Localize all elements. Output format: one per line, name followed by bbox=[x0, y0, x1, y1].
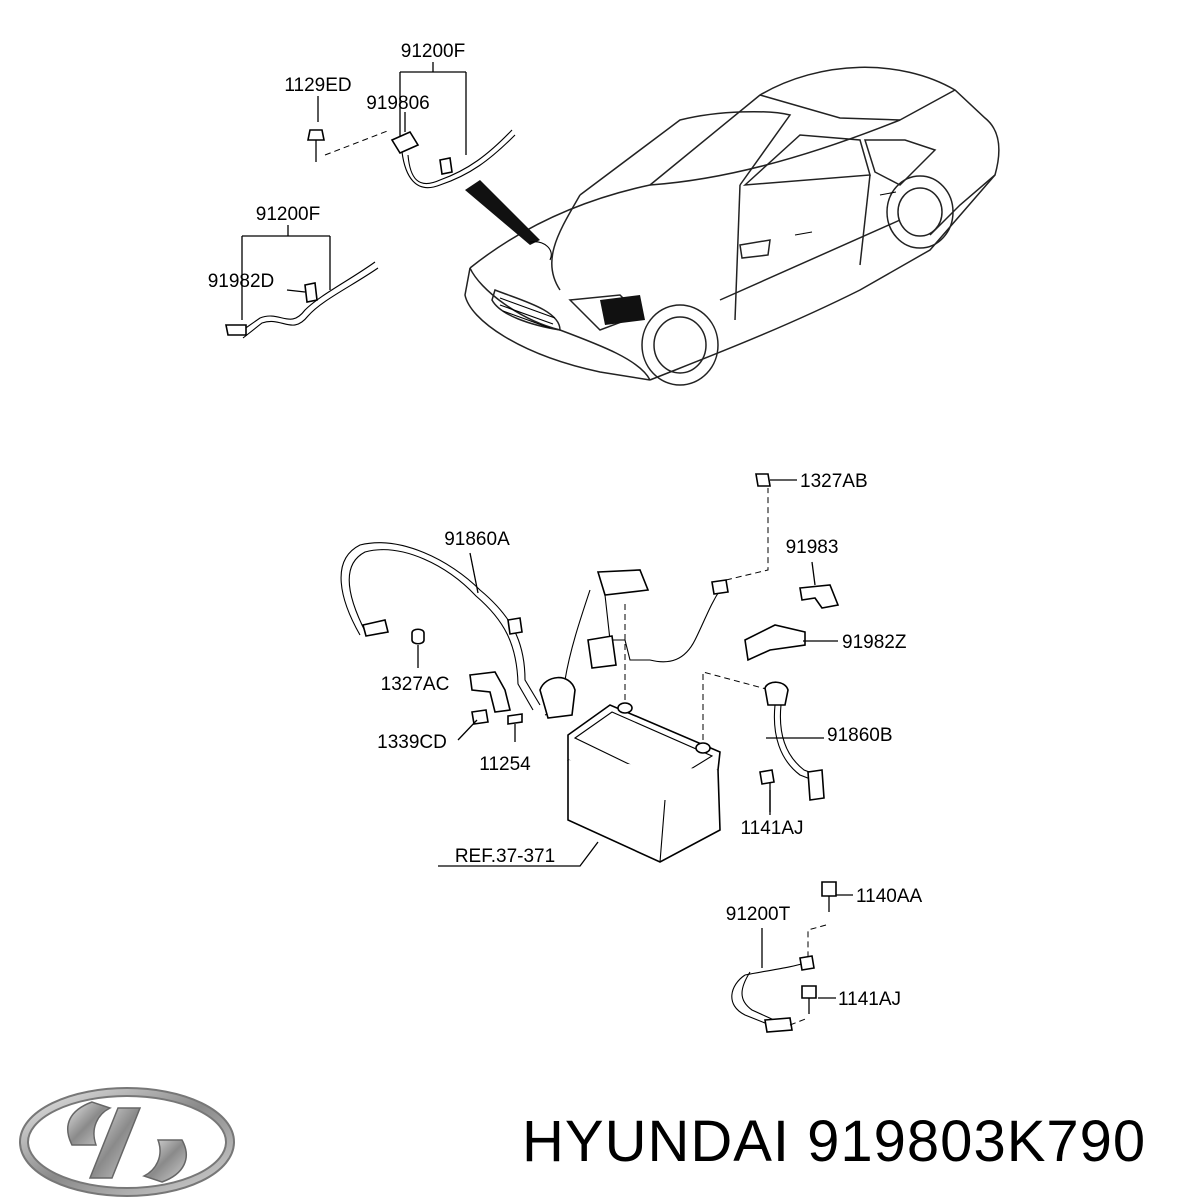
callout-1129ED: 1129ED bbox=[284, 75, 351, 96]
leader-lines bbox=[286, 96, 853, 999]
brand-name: HYUNDAI bbox=[522, 1109, 791, 1174]
callout-labels: 91200F 1129ED 919806 91200F 91982D 1327A… bbox=[208, 41, 923, 1010]
hyundai-logo bbox=[19, 1087, 235, 1197]
callout-91982Z: 91982Z bbox=[842, 632, 907, 653]
callout-ref-37-371: REF.37-371 bbox=[455, 846, 555, 867]
callout-91200T: 91200T bbox=[726, 904, 791, 925]
footer-part-title: HYUNDAI 919803K790 bbox=[522, 1108, 1146, 1175]
battery-cable-group bbox=[340, 473, 840, 863]
callout-1327AC: 1327AC bbox=[381, 674, 450, 695]
sedan-illustration bbox=[464, 66, 1000, 386]
callout-1141AJ-battery: 1141AJ bbox=[740, 818, 803, 839]
callout-919806: 919806 bbox=[366, 93, 429, 114]
mid-left-cable-group bbox=[225, 225, 379, 339]
callout-91860B: 91860B bbox=[827, 725, 893, 746]
callout-91983: 91983 bbox=[786, 537, 839, 558]
callout-1327AB: 1327AB bbox=[800, 471, 868, 492]
part-number: 919803K790 bbox=[807, 1109, 1147, 1174]
callout-91200F-top: 91200F bbox=[401, 41, 465, 62]
callout-1140AA: 1140AA bbox=[856, 886, 923, 907]
callout-1339CD: 1339CD bbox=[377, 732, 447, 753]
callout-1141AJ-ground: 1141AJ bbox=[838, 989, 901, 1010]
callout-11254: 11254 bbox=[479, 754, 531, 775]
callout-91860A: 91860A bbox=[444, 529, 510, 550]
ground-cable-group bbox=[731, 881, 837, 1033]
upper-cable-group bbox=[307, 62, 516, 189]
callout-91982D: 91982D bbox=[208, 271, 275, 292]
callout-91200F-mid: 91200F bbox=[256, 204, 320, 225]
